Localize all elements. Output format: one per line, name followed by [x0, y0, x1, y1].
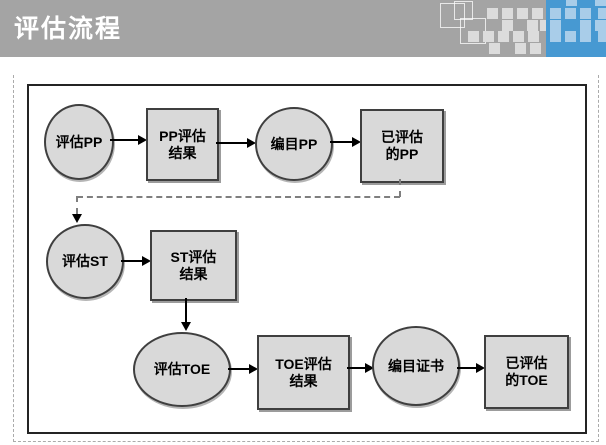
node-st-eval-result: ST评估 结果 [150, 230, 237, 301]
mosaic-square-gray [489, 43, 500, 54]
arrow-catalogcert-to-evaluatedtoe [457, 363, 485, 373]
mosaic-square-blue [580, 31, 591, 42]
mosaic-square-blue [580, 20, 591, 31]
node-catalog-cert: 编目证书 [372, 326, 460, 406]
mosaic-square-gray [498, 31, 509, 42]
arrow-stresult-to-evaluatetoe [181, 298, 191, 331]
node-evaluated-toe: 已评估 的TOE [484, 335, 569, 409]
mosaic-square-blue [595, 20, 606, 31]
mosaic-square-blue [565, 8, 576, 19]
arrow-evaluatepp-to-result [110, 135, 147, 145]
arrow-catalogpp-to-evaluatedpp [330, 137, 361, 147]
mosaic-square-gray [532, 8, 543, 19]
node-evaluate-st: 评估ST [46, 224, 124, 299]
mosaic-square-gray [527, 20, 538, 31]
mosaic-square-gray [517, 8, 528, 19]
dashed-connector-vertical-left [76, 196, 78, 214]
mosaic-square-gray [487, 8, 498, 19]
node-pp-eval-result: PP评估 结果 [146, 108, 219, 181]
mosaic-square-blue [598, 8, 606, 19]
mosaic-square-blue [595, 0, 606, 6]
node-evaluate-pp: 评估PP [44, 104, 114, 180]
mosaic-square-blue [550, 8, 561, 19]
outline-square [454, 1, 473, 20]
placeholder-dashed-border [13, 75, 599, 442]
arrow-evaluatetoe-to-result [228, 364, 258, 374]
mosaic-square-gray [513, 31, 524, 42]
mosaic-square-blue [550, 31, 561, 42]
mosaic-square-gray [502, 20, 513, 31]
node-evaluate-toe: 评估TOE [133, 332, 231, 407]
arrow-evaluatest-to-result [121, 256, 151, 266]
mosaic-square-gray [502, 8, 513, 19]
mosaic-square-gray [515, 43, 526, 54]
node-catalog-pp: 编目PP [255, 107, 333, 181]
blue-corner-block [546, 0, 606, 57]
mosaic-square-blue [598, 31, 606, 42]
outline-square [440, 3, 465, 28]
mosaic-square-gray [530, 43, 541, 54]
node-evaluated-pp: 已评估 的PP [360, 109, 444, 183]
mosaic-square-gray [540, 20, 551, 31]
arrow-result-to-catalogpp [216, 138, 256, 148]
mosaic-square-gray [483, 31, 494, 42]
mosaic-square-gray [528, 31, 539, 42]
slide-header: 评估流程 [0, 0, 606, 57]
dashed-connector-vertical-right [399, 179, 401, 197]
mosaic-square-blue [566, 0, 577, 6]
mosaic-square-gray [468, 31, 479, 42]
dashed-connector-arrowhead [72, 214, 82, 223]
mosaic-square-blue [565, 31, 576, 42]
mosaic-square-blue [580, 8, 591, 19]
dashed-connector-horizontal [77, 196, 400, 198]
arrow-result-to-catalogcert [347, 363, 374, 373]
page-title: 评估流程 [14, 15, 123, 43]
mosaic-square-blue [550, 20, 561, 31]
node-toe-eval-result: TOE评估 结果 [257, 335, 350, 410]
